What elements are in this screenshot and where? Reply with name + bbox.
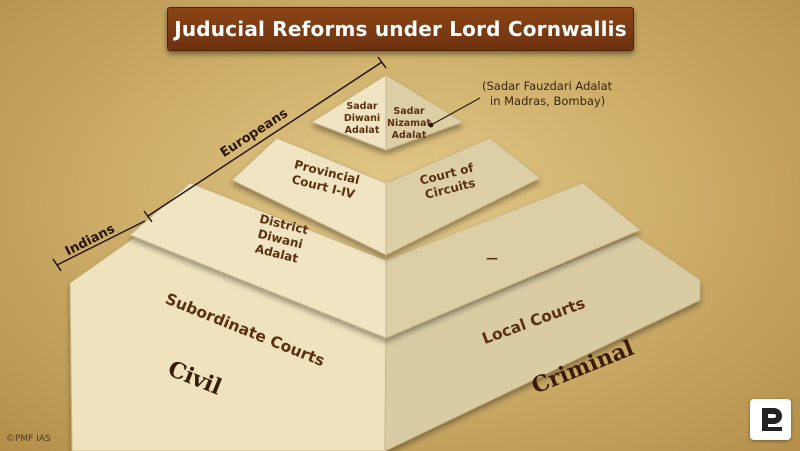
svg-text:Adalat: Adalat: [345, 125, 380, 136]
indians-label: Indians: [63, 221, 118, 259]
note-line-2: in Madras, Bombay): [490, 94, 605, 108]
svg-text:Adalat: Adalat: [392, 130, 427, 141]
page-title: Juducial Reforms under Lord Cornwallis: [174, 17, 627, 41]
sadar-diwani-adalat-label: Sadar Diwani Adalat: [344, 101, 380, 136]
svg-text:Nizamat: Nizamat: [387, 118, 431, 129]
tier-top: [310, 74, 465, 151]
note-callout: (Sadar Fauzdari Adalat in Madras, Bombay…: [428, 79, 613, 128]
third-tier-criminal-dash: —: [486, 251, 498, 265]
tier-second: [231, 137, 541, 256]
svg-text:Sadar: Sadar: [393, 106, 424, 117]
pmf-logo-icon: [750, 399, 791, 440]
tier-third: [129, 182, 641, 339]
svg-text:Diwani: Diwani: [344, 113, 380, 124]
sadar-nizamat-adalat-label: Sadar Nizamat Adalat: [387, 106, 431, 141]
note-line-1: (Sadar Fauzdari Adalat: [482, 79, 613, 93]
svg-text:Sadar: Sadar: [346, 101, 377, 112]
copyright-text: ©PMF IAS: [6, 434, 51, 444]
title-banner: Juducial Reforms under Lord Cornwallis: [167, 7, 634, 51]
